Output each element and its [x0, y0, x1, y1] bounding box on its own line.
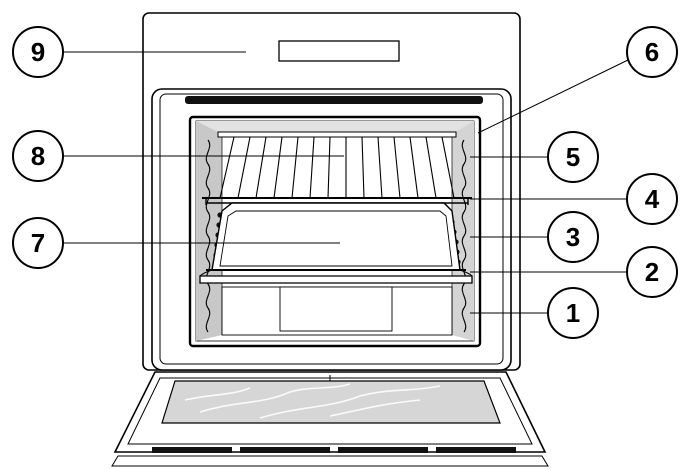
baking-tray [199, 202, 473, 284]
callout-label-3: 3 [566, 222, 580, 252]
callout-label-7: 7 [31, 228, 45, 258]
callout-9: 9 [12, 26, 64, 78]
callout-7: 7 [12, 217, 64, 269]
door-glass [161, 380, 501, 424]
callout-label-8: 8 [31, 141, 45, 171]
callout-1: 1 [547, 287, 599, 339]
callout-8: 8 [12, 130, 64, 182]
callout-4: 4 [626, 173, 678, 225]
callout-5: 5 [547, 131, 599, 183]
callout-label-4: 4 [645, 184, 660, 214]
callout-6: 6 [626, 26, 678, 78]
leader-line-6 [477, 59, 629, 134]
callout-label-9: 9 [31, 37, 45, 67]
callout-label-2: 2 [645, 257, 659, 287]
callout-3: 3 [547, 211, 599, 263]
shelf-runners [205, 139, 467, 333]
top-vent-strip [185, 96, 483, 104]
leader-lines [63, 51, 629, 314]
oven-door [111, 371, 549, 467]
callout-label-1: 1 [566, 298, 580, 328]
callout-label-5: 5 [566, 142, 580, 172]
control-panel-display [278, 40, 400, 62]
callout-label-6: 6 [645, 37, 659, 67]
callout-2: 2 [626, 246, 678, 298]
bottom-element-cover [279, 286, 393, 332]
